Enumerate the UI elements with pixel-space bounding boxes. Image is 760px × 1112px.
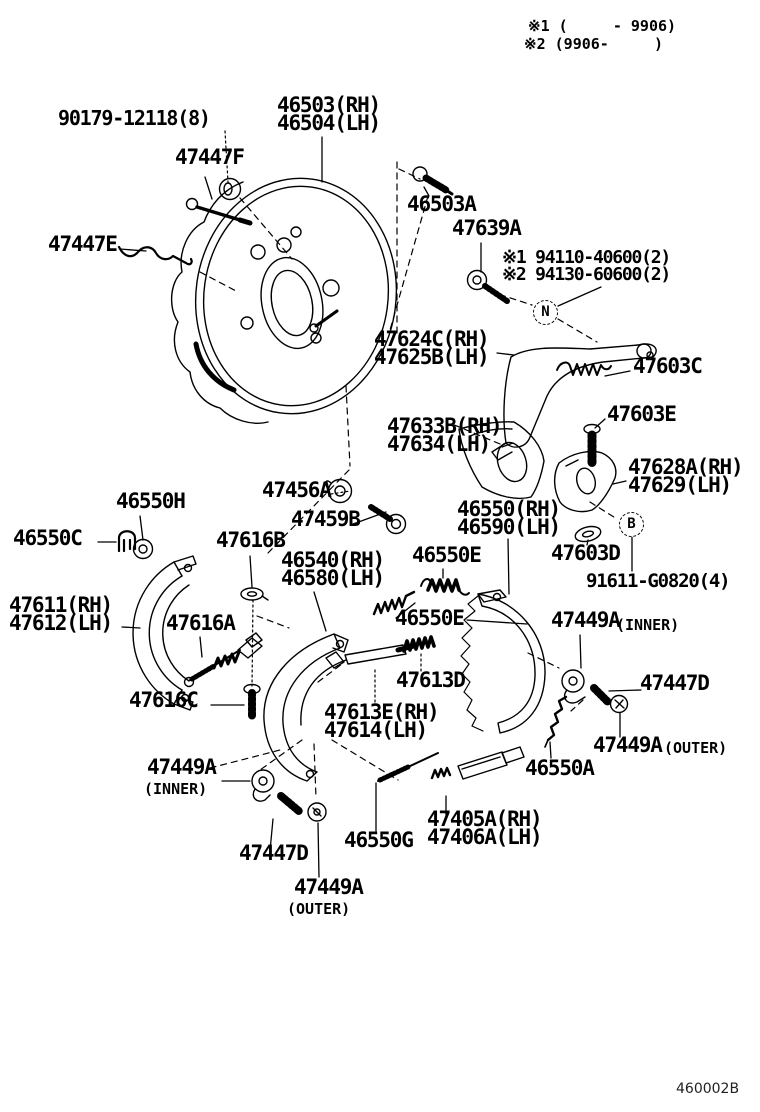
boot-47633B <box>459 422 544 499</box>
grease-cap-bolt <box>220 179 241 200</box>
bracket-47628A <box>555 451 616 511</box>
callout-circle-n: N <box>533 300 558 325</box>
bolt-47459B <box>371 507 406 534</box>
parking-brake-lever <box>492 344 656 460</box>
brake-shoe-right <box>461 590 545 733</box>
nut-46550H <box>134 540 153 559</box>
parking-cable-wire <box>119 247 192 264</box>
spring-47613D <box>404 637 434 651</box>
brake-shoe-middle <box>264 634 348 781</box>
adjuster-47405A <box>432 747 524 779</box>
spring-46550A <box>545 697 566 747</box>
spring-46550E-upper <box>421 579 469 595</box>
bolt-46503A <box>413 167 452 194</box>
washer-47456A <box>326 480 352 503</box>
spring-46550E-lower <box>374 592 414 614</box>
screw-47447D-bottom <box>281 796 300 812</box>
washer-47449A-outer-right <box>611 696 628 713</box>
spring-47603C <box>557 363 611 375</box>
doc-number: 460002B <box>676 1081 740 1097</box>
pivot-47449A-inner-left <box>252 770 274 801</box>
washer-47449A-outer-bottom <box>308 803 326 821</box>
grommet-47616B <box>241 588 268 600</box>
bolt-47639A <box>468 271 508 302</box>
pivot-47449A-inner-right <box>562 670 585 703</box>
bolt-47603E <box>584 425 600 464</box>
backing-plate <box>172 165 412 427</box>
leader-lines <box>98 137 641 877</box>
screw-47447D-right <box>594 688 608 702</box>
clip-46550C <box>119 531 135 551</box>
dotted-leaders <box>225 131 421 702</box>
bolt-47616C <box>244 685 260 718</box>
adjuster-47616A <box>185 633 263 687</box>
rod-46550G <box>378 753 438 781</box>
brake-shoe-left <box>133 556 196 710</box>
callout-circle-b: B <box>619 512 644 537</box>
shoe-hold-pin <box>187 199 251 224</box>
clip-47603D <box>574 524 603 544</box>
